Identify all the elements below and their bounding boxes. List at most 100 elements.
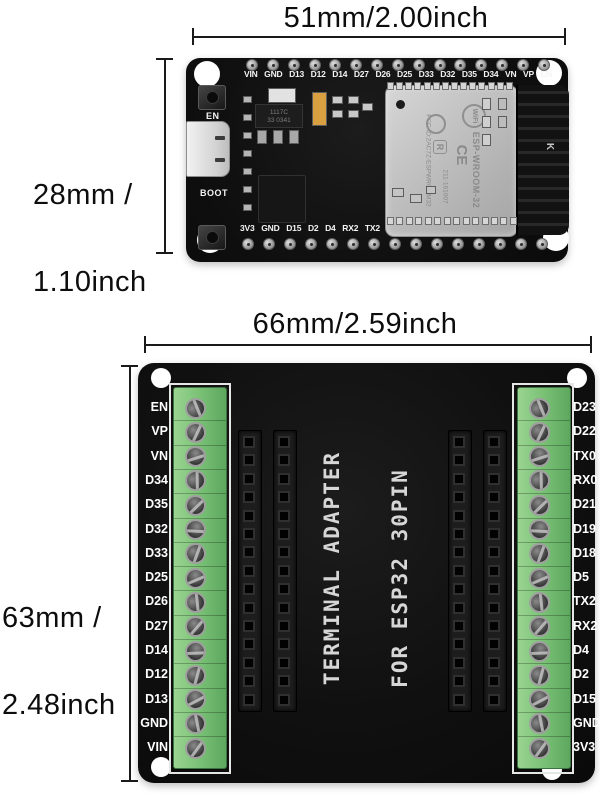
terminal-silkscreen-outline	[169, 383, 231, 774]
terminal-pin-label: D33	[145, 545, 168, 560]
module-castellation-bottom	[387, 217, 517, 225]
solder-pin	[284, 238, 296, 250]
pin-label: D13	[289, 69, 305, 79]
header-socket-hole	[278, 564, 290, 577]
terminal-segment-line	[518, 614, 570, 616]
smd-component	[243, 204, 252, 211]
smd-component	[482, 98, 491, 110]
terminal-screw	[524, 514, 555, 545]
header-socket-hole	[243, 509, 255, 522]
terminal-screw	[181, 393, 210, 423]
header-socket-hole	[488, 620, 500, 632]
terminal-screw	[524, 636, 555, 666]
solder-pin	[410, 238, 422, 250]
header-socket-hole	[453, 472, 465, 485]
terminal-segment-line	[174, 711, 226, 713]
smd-component	[312, 92, 327, 126]
dimension-tick	[156, 252, 173, 254]
micro-usb-connector	[186, 121, 230, 177]
module-cert-code: 211-161007	[441, 169, 449, 204]
header-socket-hole	[488, 491, 500, 504]
terminal-screw	[180, 466, 211, 496]
module-pin1-dot	[396, 100, 405, 109]
header-socket-hole	[278, 601, 290, 614]
terminal-screw	[526, 540, 553, 568]
en-button-label: EN	[206, 111, 220, 121]
terminal-screw	[525, 661, 554, 690]
header-socket-hole	[243, 546, 255, 559]
terminal-segment-line	[518, 687, 570, 689]
pin-label: 3V3	[240, 223, 255, 233]
pin-label: TX2	[364, 223, 380, 233]
esp32-width-dimension-label: 51mm/2.00inch	[283, 2, 489, 34]
pin-label: D34	[483, 69, 499, 79]
terminal-pin-label: VN	[150, 448, 168, 463]
pin-label: D4	[325, 223, 336, 233]
terminal-pin-label: D27	[145, 618, 168, 633]
solder-pin	[433, 59, 446, 71]
terminal-pin-label: D12	[145, 667, 168, 682]
terminal-screw	[526, 419, 553, 445]
header-socket-hole	[278, 620, 290, 632]
terminal-silkscreen-outline	[512, 383, 574, 774]
header-socket-hole	[488, 693, 500, 706]
terminal-screw	[524, 466, 555, 496]
header-socket-hole	[278, 528, 290, 540]
terminal-block-left	[173, 387, 227, 769]
header-socket-hole	[488, 638, 500, 651]
header-socket-hole	[488, 656, 500, 669]
module-name: ESP-WROOM-32	[471, 131, 481, 209]
smd-component	[482, 134, 491, 146]
terminal-segment-line	[174, 566, 226, 568]
esp32-height-line1: 28mm /	[33, 179, 133, 211]
smd-component	[243, 96, 252, 103]
dimension-tick	[564, 28, 566, 45]
smd-component	[426, 186, 436, 194]
terminal-segment-line	[174, 444, 226, 446]
header-socket-hole	[243, 675, 255, 688]
esp32-width-dimension-line	[193, 36, 566, 38]
terminal-segment-line	[518, 517, 570, 519]
terminal-segment-line	[518, 566, 570, 568]
solder-pin	[326, 238, 338, 250]
terminal-pin-label: D5	[573, 570, 589, 585]
terminal-screw	[181, 563, 210, 593]
castellation-pad	[423, 82, 431, 90]
terminal-screw	[525, 685, 554, 714]
castellation-pad	[441, 82, 449, 90]
terminal-screw	[184, 615, 207, 638]
header-socket-hole	[453, 693, 465, 706]
castellation-pad	[387, 82, 394, 90]
esp32-height-dimension-label: 28mm / 1.10inch	[33, 123, 147, 355]
smd-component	[392, 188, 404, 197]
terminal-pin-label: D23	[573, 400, 596, 414]
smd-component	[273, 130, 283, 144]
esp-wroom-32-module: WiFi ESP-WROOM-32 FCC ID:2AC7Z-ESPWROOM3…	[385, 85, 518, 237]
header-socket-hole	[488, 601, 500, 614]
pin-label: D32	[440, 69, 456, 79]
terminal-pin-label: RX0	[573, 472, 598, 487]
castellation-pad	[496, 82, 504, 90]
header-socket-hole	[453, 454, 465, 467]
smd-component	[498, 116, 507, 128]
terminal-screw	[184, 737, 207, 760]
header-socket-hole	[453, 656, 465, 669]
terminal-segment-line	[174, 420, 226, 422]
pin-label: D25	[397, 69, 413, 79]
terminal-pin-label: D2	[573, 667, 589, 682]
terminal-segment-line	[174, 590, 226, 592]
pin-label: GND	[264, 69, 283, 79]
solder-pin	[329, 59, 342, 71]
solder-pin	[246, 59, 258, 71]
header-socket-hole	[453, 583, 465, 596]
header-socket-hole	[488, 583, 500, 596]
adapter-width-dimension-line	[145, 344, 592, 346]
smd-component	[362, 103, 373, 111]
solder-pin	[263, 238, 275, 250]
smd-component	[332, 110, 343, 118]
cert-circle-mark	[426, 114, 446, 134]
adapter-title-line1: TERMINAL ADAPTER	[320, 450, 344, 686]
terminal-screw	[182, 540, 209, 568]
solder-pin	[368, 238, 380, 250]
terminal-segment-line	[518, 711, 570, 713]
